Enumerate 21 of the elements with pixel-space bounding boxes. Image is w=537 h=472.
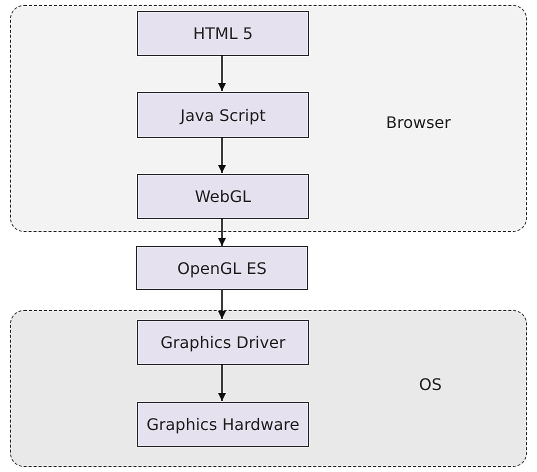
arrow	[218, 364, 226, 401]
layer-box	[137, 320, 309, 365]
layer-box	[137, 11, 309, 56]
layer-group	[10, 310, 527, 467]
layer-label: HTML 5	[193, 24, 253, 43]
arrow	[218, 55, 226, 91]
arrow	[218, 137, 226, 173]
layer-group	[10, 5, 527, 232]
layer-label: Graphics Driver	[160, 333, 286, 352]
layer-box	[136, 246, 308, 290]
group-label: Browser	[386, 113, 451, 132]
arrow	[218, 290, 226, 319]
layer-label: Graphics Hardware	[146, 415, 300, 434]
layer-label: WebGL	[194, 187, 252, 206]
layer-label: Java Script	[180, 106, 266, 124]
arrow	[218, 218, 226, 246]
layer-box	[137, 174, 309, 219]
group-label: OS	[419, 375, 442, 394]
layer-label: OpenGL ES	[177, 258, 267, 278]
layer-box	[137, 92, 309, 138]
layer-box	[137, 402, 309, 447]
